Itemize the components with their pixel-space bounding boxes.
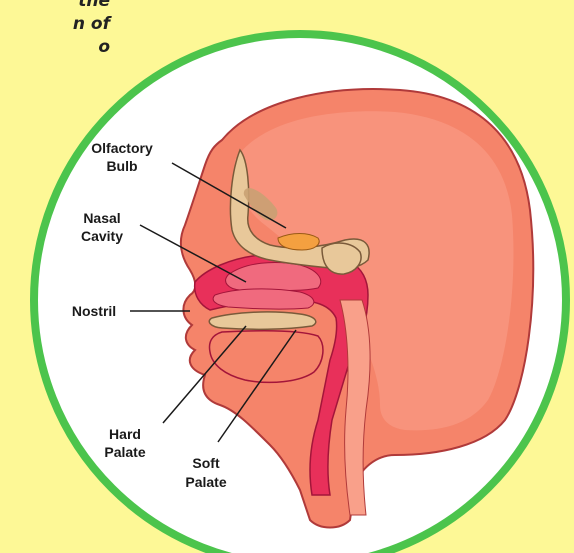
label-soft-palate-line1: Soft <box>192 455 220 471</box>
label-nostril: Nostril <box>72 303 116 319</box>
label-soft-palate-line2: Palate <box>185 474 226 490</box>
label-nasal-cavity-line1: Nasal <box>83 210 120 226</box>
nasal-turbinate-lower <box>213 289 314 309</box>
label-olfactory-bulb-line2: Bulb <box>106 158 137 174</box>
label-hard-palate-line2: Palate <box>104 444 145 460</box>
label-nasal-cavity-line2: Cavity <box>81 228 123 244</box>
label-hard-palate-line1: Hard <box>109 426 141 442</box>
label-olfactory-bulb-line1: Olfactory <box>91 140 153 156</box>
hard-palate-shape <box>209 312 316 329</box>
